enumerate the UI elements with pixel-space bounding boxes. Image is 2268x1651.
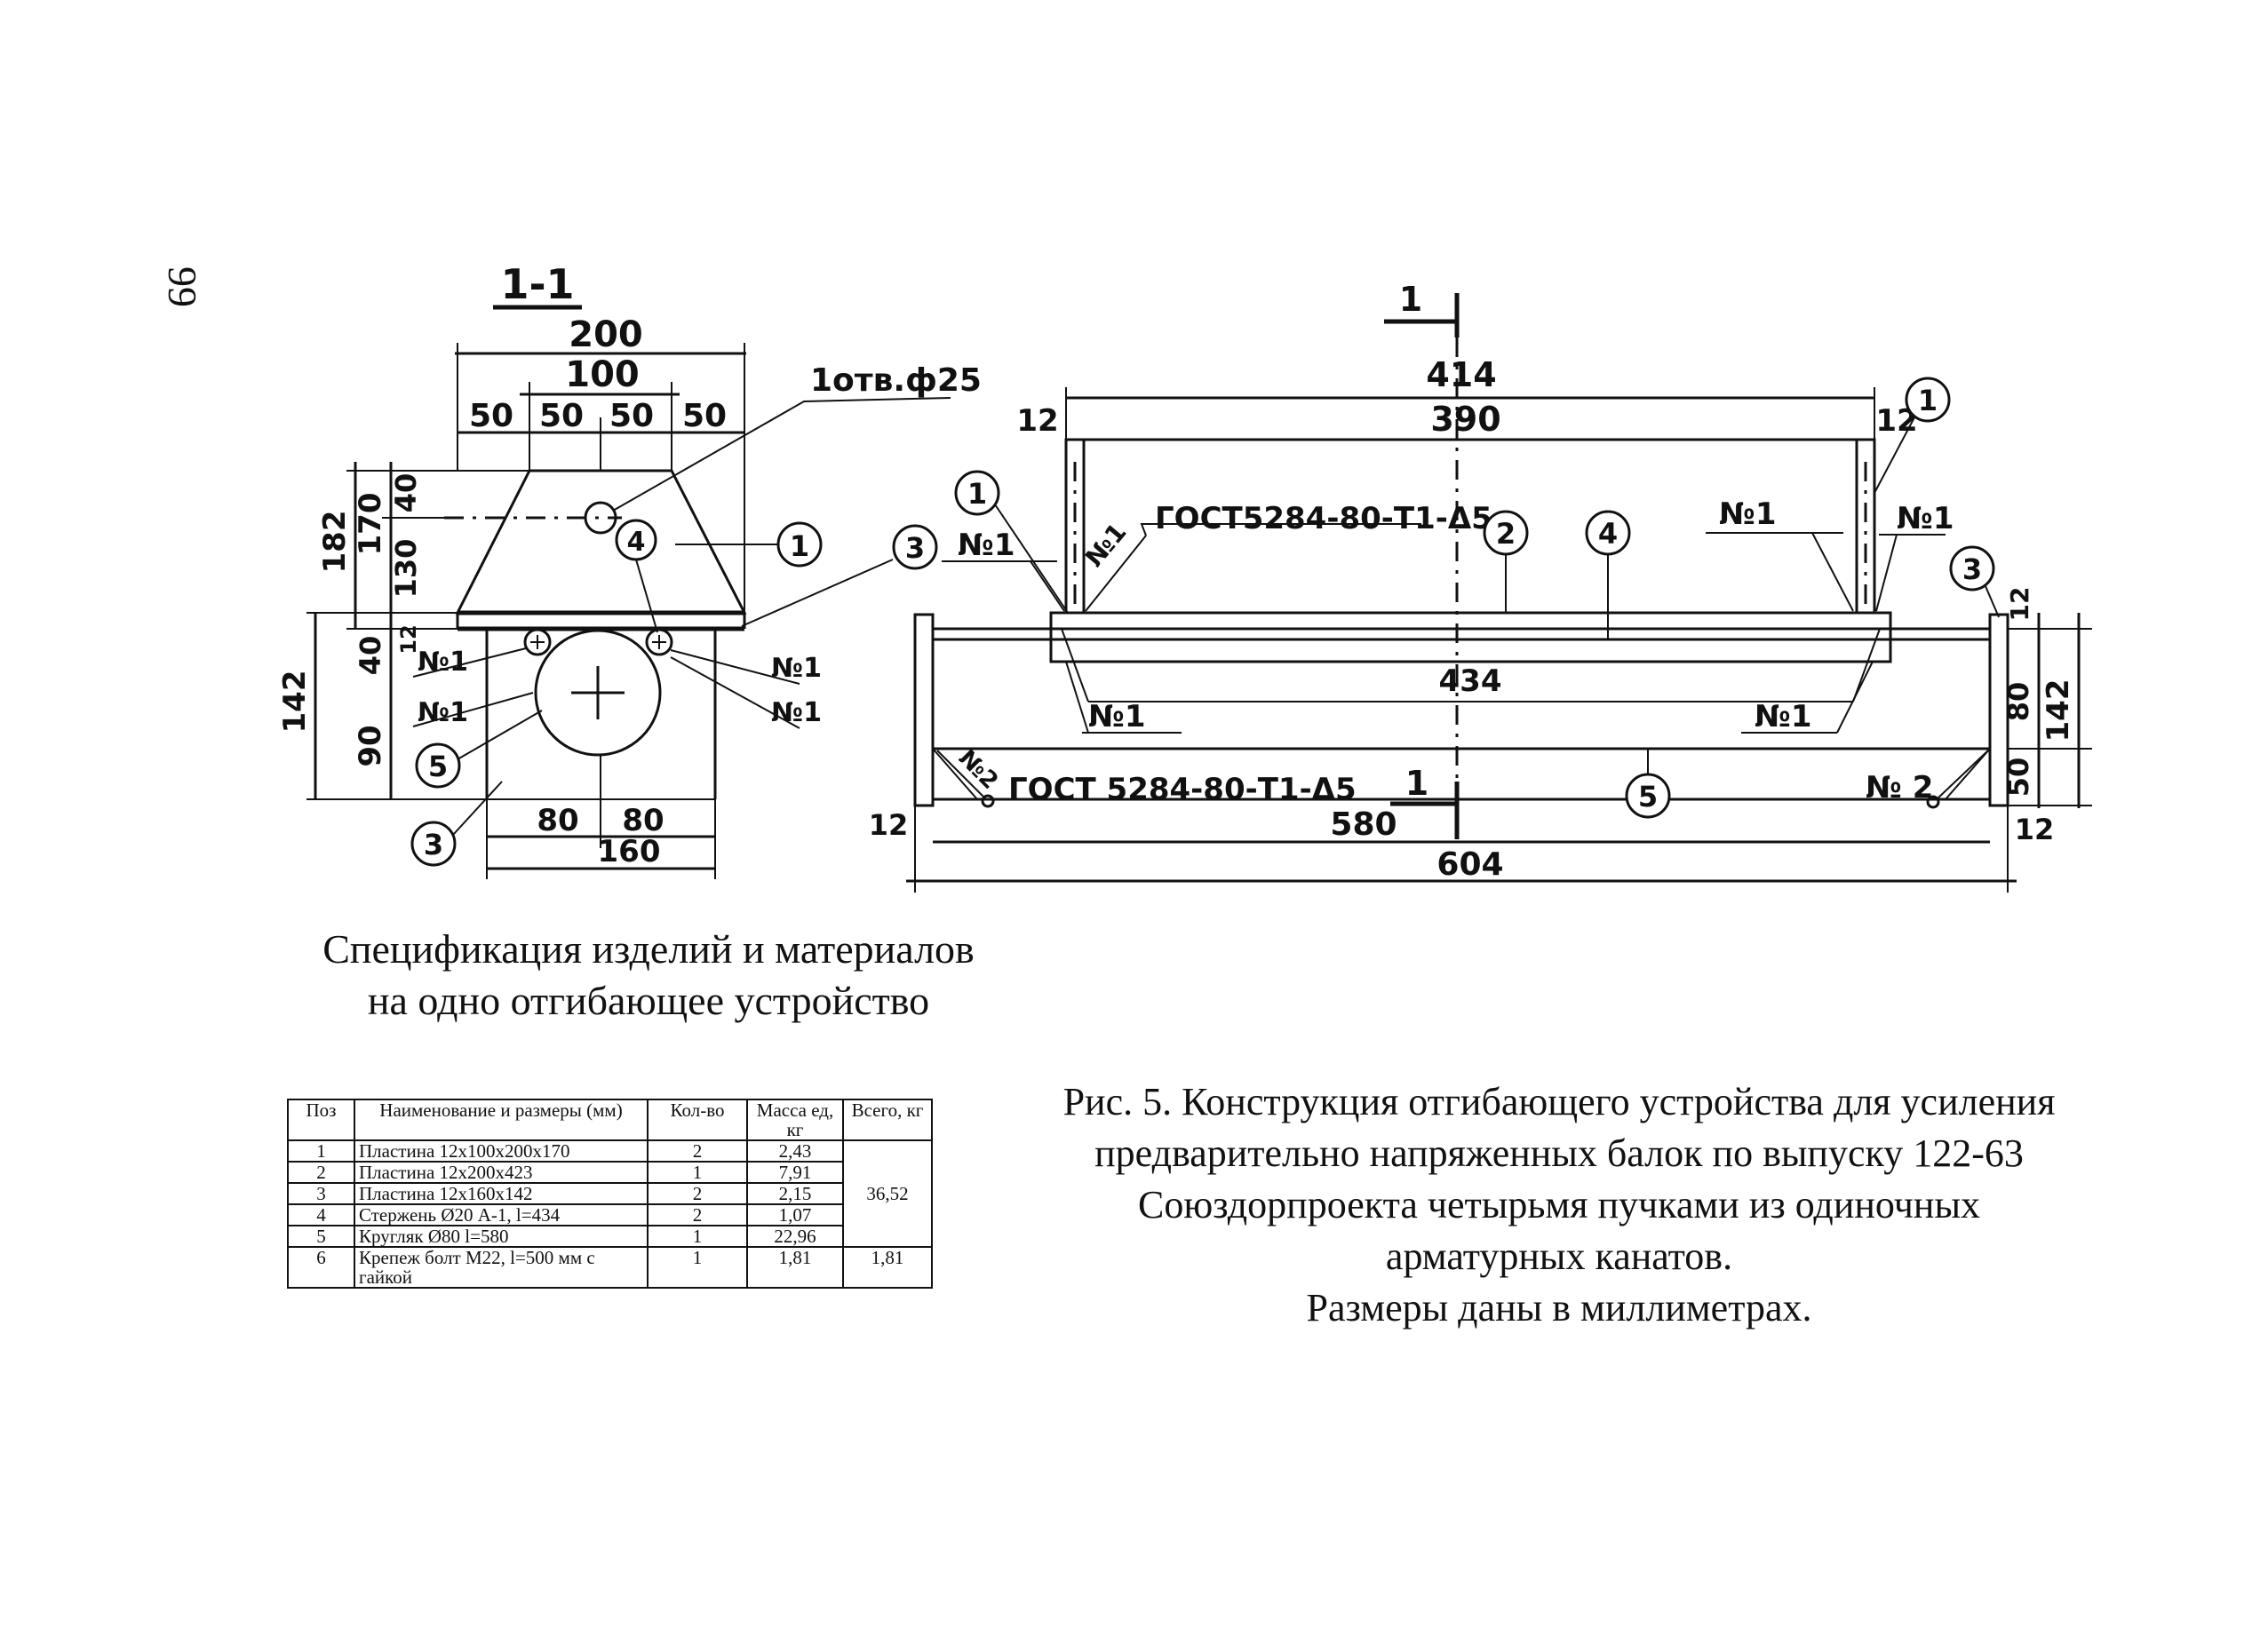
dim-170: 170 [353,493,388,556]
dim-50-a: 50 [469,398,513,434]
dim-80-c: 80 [2001,682,2035,722]
caption-line-1: Рис. 5. Конструкция отгибающего устройст… [1062,1080,2056,1123]
pos-marker-1-front-left [954,470,1000,516]
weld-n1-j: №1 [1755,699,1812,734]
dim-12-d: 12 [869,808,909,842]
weld-n1-d: №1 [771,697,822,728]
svg-text:3: 3 [905,531,925,565]
svg-text:1: 1 [967,477,987,511]
dim-414: 414 [1426,355,1496,394]
spec-title-line-2: на одно отгибающее устройство [367,978,930,1023]
caption-line-5: Размеры даны в миллиметрах. [1306,1286,1812,1330]
dim-100: 100 [565,354,640,395]
caption-line-3: Союздорпроекта четырьмя пучками из одино… [1137,1183,1981,1226]
svg-text:1: 1 [790,529,809,563]
table-row: 5 Кругляк Ø80 l=580 1 22,96 [287,1225,932,1248]
pos-marker-3-front-right [1949,545,1995,591]
weld-gost-bottom: ГОСТ 5284-80-Т1-Δ5 [1008,772,1357,807]
weld-n1-a: №1 [418,647,468,678]
pos-marker-3-front-left [892,524,938,570]
header-mass: Масса ед, кг [746,1099,844,1141]
dim-200: 200 [569,314,643,355]
dim-160: 160 [598,834,661,869]
front-view: 1 414 390 12 12 434 ГОСТ [869,280,2092,893]
dim-50-d: 50 [682,398,727,434]
svg-text:3: 3 [1962,552,1982,586]
dim-50-e: 50 [2001,758,2035,798]
dim-142-a: 142 [277,671,313,734]
weld-n1-g: №1 [1719,496,1777,532]
dim-12-a: 12 [396,624,421,654]
svg-text:2: 2 [1496,517,1516,551]
dim-40-b: 40 [354,636,387,676]
header-name: Наименование и размеры (мм) [354,1099,649,1141]
table-header-row: Поз Наименование и размеры (мм) Кол-во М… [287,1099,933,1141]
weld-n1-h: №1 [1897,501,1954,536]
svg-text:3: 3 [424,828,443,861]
svg-text:4: 4 [1598,517,1618,551]
header-qty: Кол-во [647,1099,748,1141]
header-total: Всего, кг [842,1099,933,1141]
header-pos: Поз [287,1099,355,1141]
dim-40-a: 40 [389,473,423,513]
weld-gost-top: ГОСТ5284-80-Т1-Δ5 [1155,501,1492,536]
dim-12-f: 12 [2005,587,2034,622]
dim-390: 390 [1430,400,1500,439]
section-title: 1-1 [500,260,574,308]
dim-80-a: 80 [537,803,578,838]
dim-50-c: 50 [609,398,654,434]
table-row: 1 Пластина 12х100х200х170 2 2,43 36,52 [287,1139,933,1248]
table-row: 6 Крепеж болт М22, l=500 мм с гайкой 1 1… [287,1246,933,1289]
spec-title: Спецификация изделий и материалов на одн… [293,924,1004,1027]
dim-90: 90 [353,725,388,766]
dim-580: 580 [1330,806,1397,843]
svg-text:5: 5 [1638,780,1658,814]
spec-title-line-1: Спецификация изделий и материалов [322,926,975,972]
dim-130: 130 [389,539,423,599]
svg-text:1: 1 [1918,384,1938,417]
weld-n1-i: №1 [1088,699,1146,734]
dim-604: 604 [1436,846,1503,883]
pos-marker-3-left [410,821,457,867]
dim-12-b: 12 [1016,403,1058,439]
dim-142-b: 142 [2041,679,2076,742]
pos-marker-5-left [415,742,461,789]
dim-12-e: 12 [2015,813,2055,846]
section-cut-bottom: 1 [1405,764,1428,803]
section-view: 1-1 200 100 50 50 50 50 [277,260,982,879]
table-row: 2 Пластина 12х200х423 1 7,91 [287,1161,932,1184]
table-row: 3 Пластина 12х160х142 2 2,15 [287,1182,932,1205]
caption-line-4: арматурных канатов. [1385,1234,1733,1278]
dim-182: 182 [317,511,353,574]
weld-n2-right: № 2 [1866,770,1933,806]
pos-marker-1-front-right [1905,377,1951,423]
caption-line-2: предварительно напряженных балок по выпу… [1094,1131,2024,1175]
figure-caption: Рис. 5. Конструкция отгибающего устройст… [959,1076,2159,1334]
dim-50-b: 50 [539,398,584,434]
hole-note: 1отв.ф25 [810,362,982,399]
section-cut-top: 1 [1399,280,1422,319]
svg-text:5: 5 [428,750,448,783]
group-total: 36,52 [842,1139,933,1248]
spec-table: Поз Наименование и размеры (мм) Кол-во М… [287,1099,933,1289]
table-row: 4 Стержень Ø20 А-1, l=434 2 1,07 [287,1203,932,1226]
dim-80-b: 80 [622,803,664,838]
weld-n2-left: №2 [953,745,1003,795]
weld-n1-e: №1 [1079,518,1132,573]
weld-n1-f: №1 [958,528,1015,563]
svg-text:4: 4 [627,527,646,558]
dim-434: 434 [1439,663,1502,699]
